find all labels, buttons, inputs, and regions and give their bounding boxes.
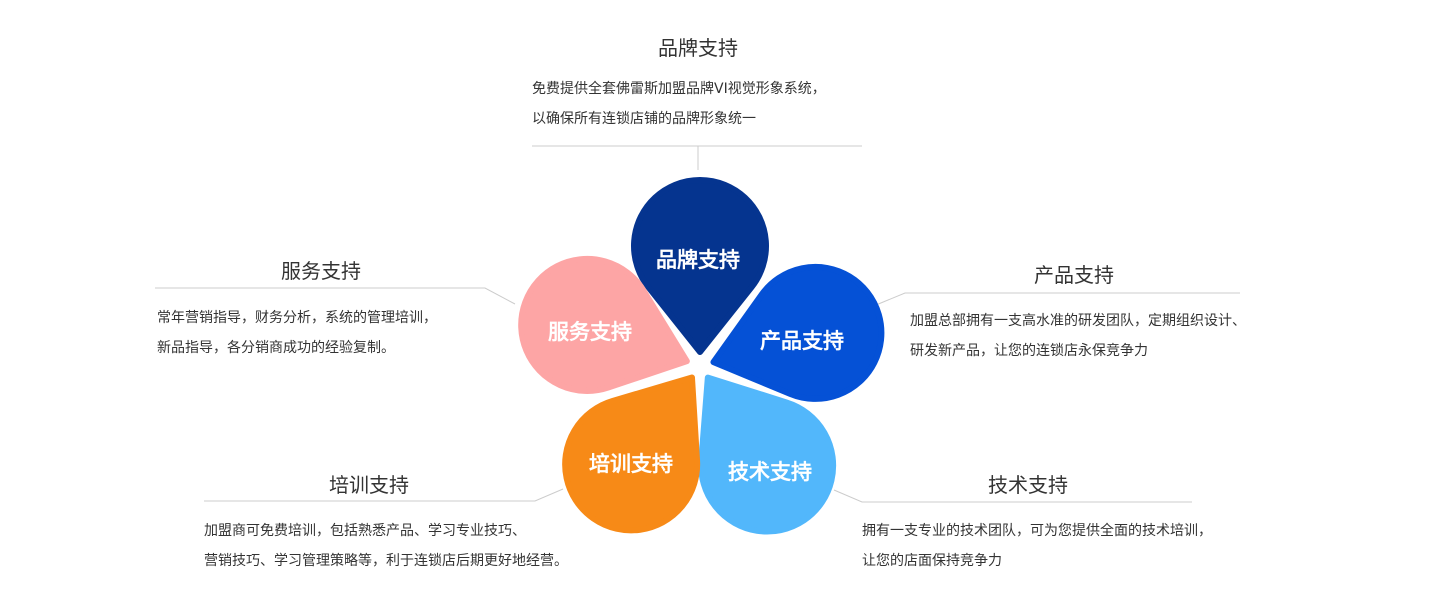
service-support-title: 服务支持 xyxy=(281,259,361,283)
petal-product xyxy=(710,263,885,402)
brand-support-title: 品牌支持 xyxy=(658,36,738,60)
petal-tech xyxy=(698,374,837,535)
product-support-title: 产品支持 xyxy=(1034,263,1114,287)
desc-line: 研发新产品，让您的连锁店永保竞争力 xyxy=(910,343,1148,359)
petal-service xyxy=(518,255,690,394)
petal-training xyxy=(562,374,701,534)
service-support-description: 常年营销指导，财务分析，系统的管理培训， 新品指导，各分销商成功的经验复制。 xyxy=(157,303,437,363)
desc-line: 以确保所有连锁店铺的品牌形象统一 xyxy=(532,111,756,127)
brand-support-description: 免费提供全套佛雷斯加盟品牌VI视觉形象系统， 以确保所有连锁店铺的品牌形象统一 xyxy=(532,74,826,134)
tech-support-title: 技术支持 xyxy=(988,473,1068,497)
tech-support-description: 拥有一支专业的技术团队，可为您提供全面的技术培训， 让您的店面保持竞争力 xyxy=(862,516,1212,576)
desc-line: 加盟总部拥有一支高水准的研发团队，定期组织设计、 xyxy=(910,313,1246,329)
desc-line: 加盟商可免费培训，包括熟悉产品、学习专业技巧、 xyxy=(204,523,526,539)
petal-brand xyxy=(631,176,769,355)
training-support-title: 培训支持 xyxy=(329,473,409,497)
desc-line: 营销技巧、学习管理策略等，利于连锁店后期更好地经营。 xyxy=(204,553,568,569)
training-support-description: 加盟商可免费培训，包括熟悉产品、学习专业技巧、 营销技巧、学习管理策略等，利于连… xyxy=(204,516,568,576)
service-connector xyxy=(155,287,516,305)
desc-line: 常年营销指导，财务分析，系统的管理培训， xyxy=(157,310,437,326)
desc-line: 新品指导，各分销商成功的经验复制。 xyxy=(157,340,395,356)
petal-label-training: 培训支持 xyxy=(589,452,673,476)
product-support-description: 加盟总部拥有一支高水准的研发团队，定期组织设计、 研发新产品，让您的连锁店永保竞… xyxy=(910,306,1246,366)
petal-label-brand: 品牌支持 xyxy=(656,248,740,272)
petal-label-tech: 技术支持 xyxy=(728,460,812,484)
petal-label-service: 服务支持 xyxy=(548,320,632,344)
desc-line: 拥有一支专业的技术团队，可为您提供全面的技术培训， xyxy=(862,523,1212,539)
desc-line: 免费提供全套佛雷斯加盟品牌VI视觉形象系统， xyxy=(532,81,826,97)
tech-connector xyxy=(833,489,1192,503)
product-connector xyxy=(875,292,1240,306)
training-connector xyxy=(204,488,564,502)
petal-label-product: 产品支持 xyxy=(760,329,844,353)
desc-line: 让您的店面保持竞争力 xyxy=(862,553,1002,569)
